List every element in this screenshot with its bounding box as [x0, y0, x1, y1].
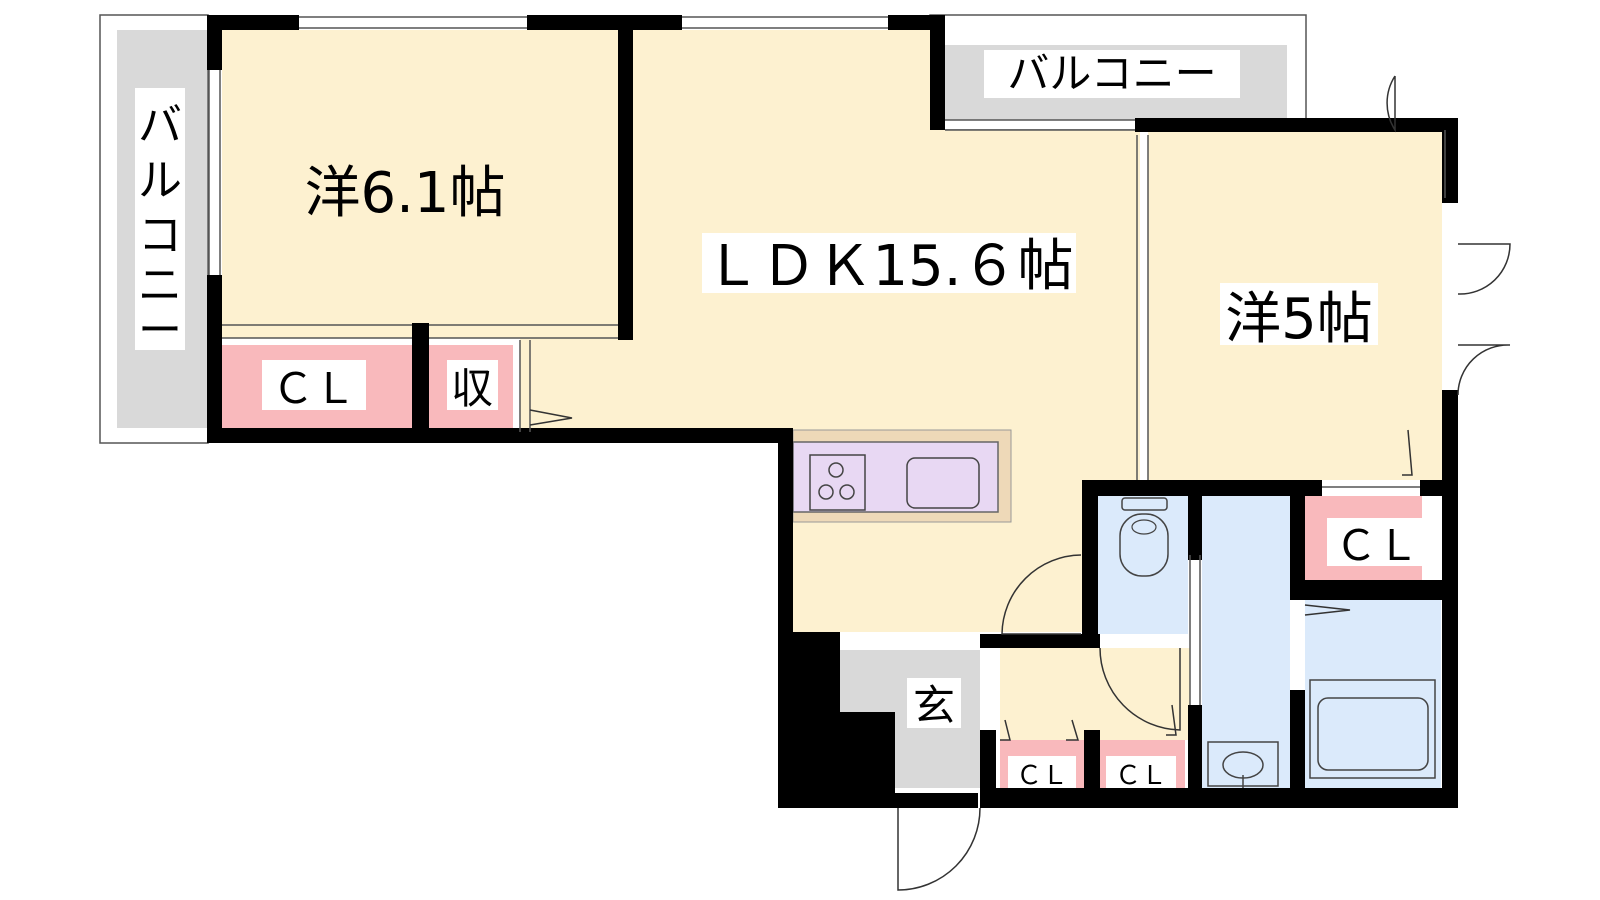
ldk-label: ＬＤＫ15.６帖 — [704, 234, 1073, 299]
closet-1-label: ＣＬ — [272, 364, 356, 413]
closet-2-label: ＣＬ — [1335, 521, 1419, 570]
toilet-icon — [1119, 497, 1169, 577]
svg-text:ー: ー — [138, 305, 182, 356]
stove-icon — [809, 454, 866, 511]
west-balcony — [99, 14, 209, 444]
north-balcony-label: バルコニー — [1007, 49, 1216, 98]
sink-icon — [906, 457, 980, 509]
north-balcony — [929, 14, 1307, 131]
western-room-2-label: 洋5帖 — [1225, 287, 1373, 352]
western-room-1-area — [222, 30, 618, 338]
svg-text:バ: バ — [138, 100, 182, 151]
kitchen-counter — [792, 429, 1012, 523]
entrance-label: 玄 — [913, 681, 955, 730]
bathtub-icon — [1309, 679, 1436, 779]
svg-text:ニ: ニ — [138, 260, 182, 311]
wash-basin-icon — [1207, 741, 1279, 790]
west-balcony-label: バ ル コ ニ ー — [138, 100, 182, 356]
walls — [207, 15, 1458, 808]
storage-label: 収 — [451, 364, 493, 413]
washroom-area — [1202, 496, 1290, 788]
windows — [208, 16, 1446, 705]
closet-3-label: ＣＬ — [1016, 761, 1068, 791]
doors — [529, 75, 1511, 891]
svg-text:ル: ル — [138, 155, 182, 206]
hallway-area — [1000, 648, 1190, 740]
closet-4-label: ＣＬ — [1115, 761, 1167, 791]
svg-text:コ: コ — [138, 210, 182, 261]
western-room-1-label: 洋6.1帖 — [304, 161, 505, 226]
